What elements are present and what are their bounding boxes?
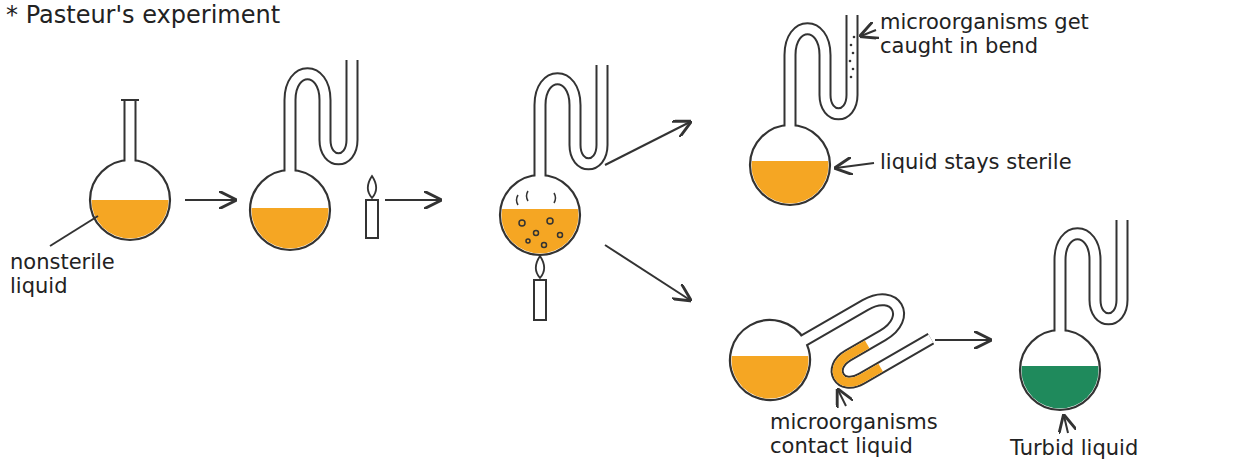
annotation-label: liquid stays sterile [880, 150, 1180, 174]
swan-neck-flask [748, 15, 855, 209]
leader-arrow [1064, 416, 1068, 433]
tilted-flask [715, 250, 931, 433]
annotation-label: Turbid liquid [1010, 436, 1230, 460]
page-title: * Pasteur's experiment [6, 2, 280, 30]
annotation-label: microorganisms contact liquid [770, 410, 970, 458]
step-arrow [185, 199, 235, 201]
step-arrow [385, 199, 440, 201]
annotation-label: microorganisms get caught in bend [880, 10, 1130, 58]
swan-neck-flask [1018, 220, 1122, 414]
step-arrow [605, 122, 690, 165]
boiling-flask [498, 65, 602, 259]
flask [88, 100, 172, 245]
swan-neck-flask [248, 60, 352, 253]
leader-line [50, 216, 98, 246]
step-arrow [605, 245, 690, 300]
candle [534, 256, 546, 320]
leader-arrow [861, 30, 876, 36]
leader-arrow [838, 390, 846, 406]
candle [366, 176, 378, 238]
leader-arrow [836, 163, 874, 168]
step-arrow [935, 339, 990, 341]
annotation-label: nonsterile liquid [10, 250, 150, 298]
